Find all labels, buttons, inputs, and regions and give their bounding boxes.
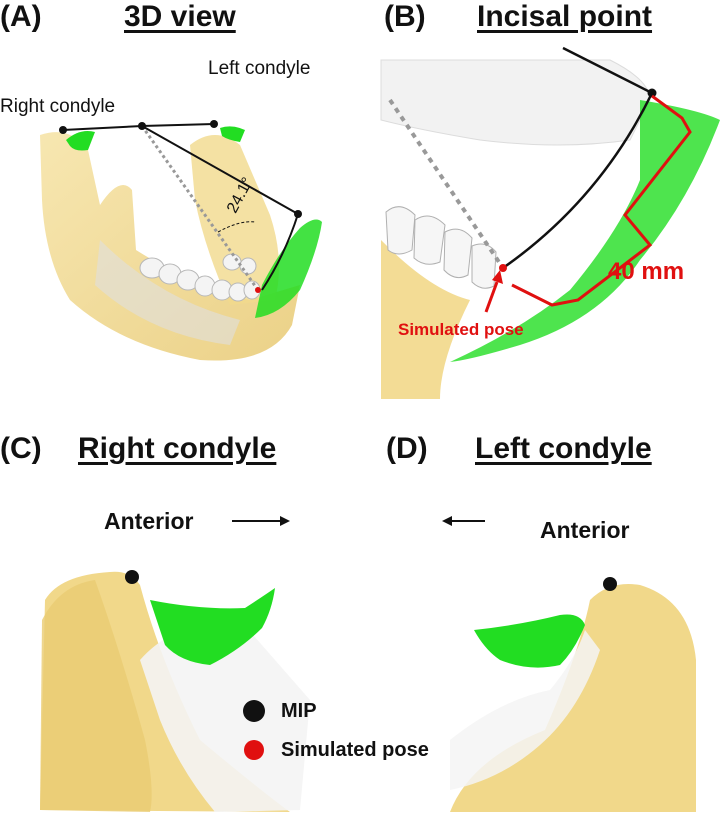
mip-point-d <box>603 577 617 591</box>
distance-label: 40 mm <box>608 258 685 285</box>
incisal-point-mip <box>294 210 302 218</box>
panel-a-letter: (A) <box>0 0 42 33</box>
anterior-label-left: Anterior <box>540 517 630 543</box>
incisal-arc <box>261 213 299 291</box>
mandible-ramus <box>190 135 279 305</box>
panel-a-illustration <box>40 120 322 361</box>
lower-teeth <box>385 206 497 289</box>
left-fossa <box>450 630 600 790</box>
left-condyle-label: Left condyle <box>208 58 311 79</box>
legend-mip-label: MIP <box>281 700 317 722</box>
left-condyle-point <box>210 120 218 128</box>
simulated-pose-arrowhead <box>492 270 503 284</box>
legend-simulated-label: Simulated pose <box>281 739 429 761</box>
panel-d-letter: (D) <box>386 432 428 465</box>
panel-b-title: Incisal point <box>477 0 653 33</box>
legend-mip-marker <box>243 700 265 722</box>
mandible-shadow <box>95 240 240 345</box>
right-condyle-point <box>59 126 67 134</box>
radius-line <box>141 125 299 215</box>
panel-d-illustration <box>442 516 696 812</box>
midpoint <box>138 122 146 130</box>
panel-b-illustration <box>380 44 726 399</box>
left-condyle-trajectory <box>220 126 245 142</box>
black-arc-b <box>502 46 654 270</box>
right-fossa <box>140 620 310 812</box>
incisal-trajectory-b <box>450 100 720 362</box>
legend-simulated-marker <box>244 740 264 760</box>
simulated-pose-arrow <box>484 281 499 313</box>
panel-c-illustration <box>40 516 310 812</box>
lower-bone <box>381 240 470 399</box>
mip-point-b <box>647 88 657 98</box>
panel-c-letter: (C) <box>0 432 42 465</box>
incisal-point-simulated <box>255 287 261 293</box>
incisal-trajectory <box>255 219 322 318</box>
right-condyle-trajectory-c <box>150 588 275 665</box>
anterior-arrowhead-left <box>442 516 452 526</box>
angle-arc <box>217 221 256 233</box>
simulated-point-b <box>499 264 507 272</box>
panel-c-title: Right condyle <box>78 432 277 465</box>
dotted-radius-line-b <box>388 98 505 270</box>
distance-bracket <box>511 94 692 307</box>
right-condyle-bone-dark <box>40 580 152 812</box>
panel-a-title: 3D view <box>124 0 236 33</box>
simulated-pose-label: Simulated pose <box>398 320 524 339</box>
right-condyle-label: Right condyle <box>0 96 116 117</box>
upper-teeth <box>380 59 651 146</box>
panel-b-letter: (B) <box>384 0 426 33</box>
anterior-arrowhead-right <box>280 516 290 526</box>
right-condyle-trajectory <box>66 131 95 151</box>
anterior-label-right: Anterior <box>104 508 194 534</box>
teeth-row <box>139 253 261 302</box>
left-condyle-trajectory-d <box>474 614 585 668</box>
panel-d-title: Left condyle <box>475 432 652 465</box>
mip-point-c <box>125 570 139 584</box>
